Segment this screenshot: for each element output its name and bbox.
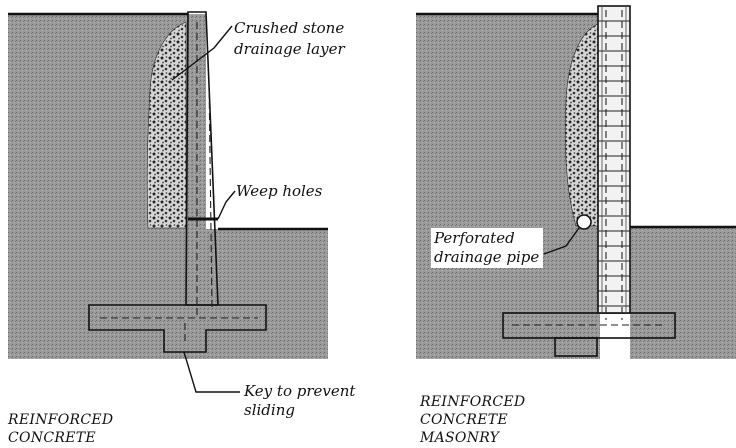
weep-holes-leader xyxy=(217,190,236,220)
left-wall-stem xyxy=(185,11,219,306)
key-label-line2: sliding xyxy=(244,401,295,419)
right-perforated-drainage-pipe xyxy=(576,214,592,230)
weep-holes-label: Weep holes xyxy=(236,182,323,200)
crushed-stone-label-bg xyxy=(230,17,358,61)
crushed-stone-label-line2: drainage layer xyxy=(234,40,345,58)
left-caption-line1: REINFORCED xyxy=(7,412,113,428)
left-front-soil xyxy=(206,229,328,359)
pipe-label-line2: drainage pipe xyxy=(434,248,539,266)
key-label-bg xyxy=(238,380,364,420)
key-leader xyxy=(183,351,240,393)
left-concrete-wall-body xyxy=(88,304,267,353)
right-masonry-block-courses xyxy=(598,6,630,313)
key-label-line1: Key to prevent xyxy=(243,382,356,400)
right-caption-line2: CONCRETE xyxy=(420,412,508,428)
right-caption-line1: REINFORCED xyxy=(419,394,525,410)
crushed-stone-label-line1: Crushed stone xyxy=(234,19,344,37)
right-panel-masonry-wall xyxy=(416,5,736,359)
left-gravel-drainage-layer xyxy=(146,21,187,229)
pipe-leader xyxy=(543,227,580,255)
left-panel-concrete-wall xyxy=(8,11,328,359)
right-front-soil xyxy=(630,227,736,359)
right-key xyxy=(554,337,598,357)
left-caption-line2: CONCRETE xyxy=(8,430,96,446)
pipe-label-line1: Perforated xyxy=(433,229,515,247)
crushed-stone-leader xyxy=(171,25,233,81)
right-caption-line3: MASONRY xyxy=(419,430,501,446)
pipe-label-bg xyxy=(431,228,543,268)
right-gravel-drainage-layer xyxy=(565,23,599,227)
right-masonry-stem xyxy=(597,5,631,314)
left-rebar-stem-2 xyxy=(208,79,213,311)
